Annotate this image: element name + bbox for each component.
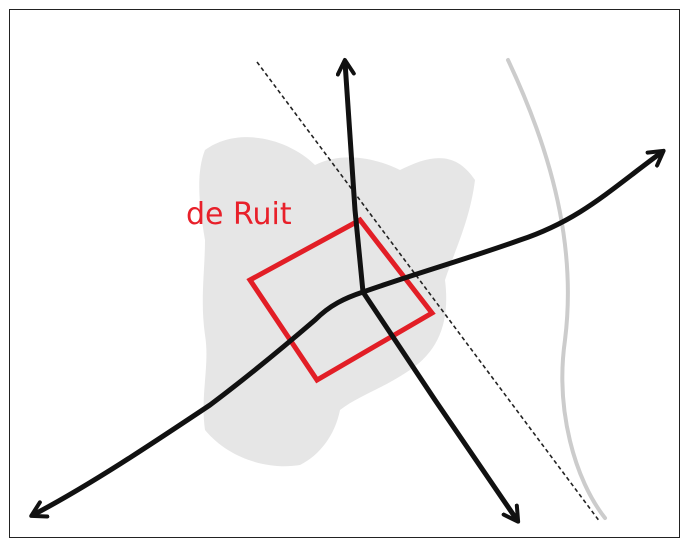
curved-line bbox=[506, 58, 607, 520]
de-ruit-square bbox=[246, 216, 436, 384]
de-ruit-label: de Ruit bbox=[186, 197, 292, 232]
road-northeast bbox=[360, 148, 666, 295]
road-southeast bbox=[360, 289, 521, 524]
dashed-line bbox=[256, 61, 601, 523]
road-north bbox=[335, 58, 366, 295]
road-southwest bbox=[29, 289, 366, 519]
